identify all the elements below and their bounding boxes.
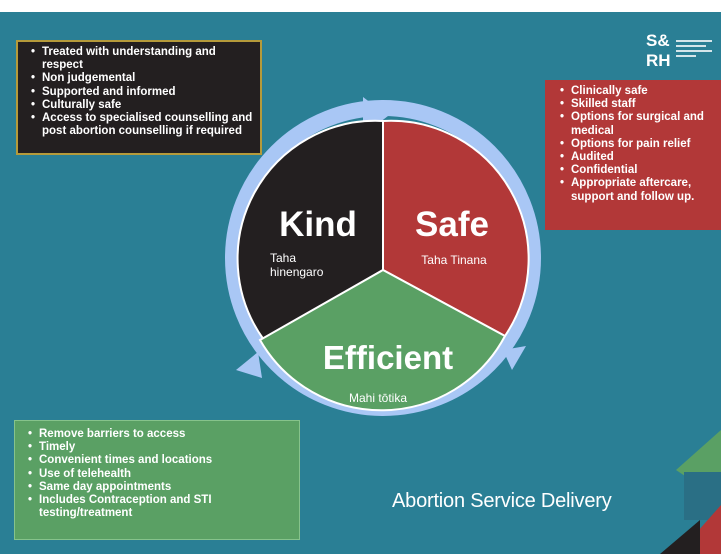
safe-points-box: Clinically safe Skilled staff Options fo… — [545, 80, 721, 230]
sublabel-kind-line1: Taha — [270, 251, 296, 265]
safe-point: Options for pain relief — [560, 138, 717, 151]
logo-mark-bottom: RH — [646, 51, 671, 70]
logo-mark-top: S& — [646, 31, 670, 50]
safe-points-list: Clinically safe Skilled staff Options fo… — [557, 85, 717, 204]
kind-point: Access to specialised counselling and po… — [31, 112, 256, 138]
sublabel-safe: Taha Tinana — [421, 253, 487, 267]
efficient-point: Remove barriers to access — [28, 428, 295, 441]
safe-point: Appropriate aftercare, support and follo… — [560, 177, 717, 203]
kind-point: Culturally safe — [31, 99, 256, 112]
efficient-point: Same day appointments — [28, 481, 295, 494]
slide-title: Abortion Service Delivery — [392, 490, 612, 512]
arrowhead-right — [503, 346, 526, 370]
sublabel-kind-line2: hinengaro — [270, 265, 324, 279]
efficient-point: Timely — [28, 441, 295, 454]
kind-points-list: Treated with understanding and respect N… — [28, 46, 256, 138]
top-strip — [0, 0, 721, 12]
safe-point: Audited — [560, 151, 717, 164]
corner-shape-blue — [684, 472, 721, 520]
segment-kind — [236, 119, 384, 342]
kind-points-box: Treated with understanding and respect N… — [16, 40, 262, 155]
label-safe: Safe — [415, 205, 489, 244]
segment-efficient — [258, 268, 507, 412]
label-efficient: Efficient — [323, 339, 453, 376]
efficient-point: Includes Contraception and STI testing/t… — [28, 494, 295, 520]
logo-text-line — [676, 40, 712, 42]
logo-text-line — [676, 55, 696, 57]
corner-shape-dark — [660, 520, 700, 554]
safe-point: Clinically safe — [560, 85, 717, 98]
sublabel-efficient: Mahi tōtika — [349, 391, 407, 405]
kind-point: Non judgemental — [31, 72, 256, 85]
kind-point: Treated with understanding and respect — [31, 46, 256, 72]
safe-point: Confidential — [560, 164, 717, 177]
segment-safe — [382, 119, 530, 338]
logo-text-line — [676, 45, 706, 47]
efficient-point: Convenient times and locations — [28, 454, 295, 467]
label-kind: Kind — [279, 205, 357, 244]
arrowhead-left — [236, 352, 262, 378]
safe-point: Skilled staff — [560, 98, 717, 111]
college-logo: S& RH — [646, 31, 712, 70]
efficient-points-list: Remove barriers to access Timely Conveni… — [25, 428, 295, 520]
kind-point: Supported and informed — [31, 86, 256, 99]
efficient-points-box: Remove barriers to access Timely Conveni… — [14, 420, 300, 540]
efficient-point: Use of telehealth — [28, 468, 295, 481]
logo-text-line — [676, 50, 712, 52]
safe-point: Options for surgical and medical — [560, 111, 717, 137]
